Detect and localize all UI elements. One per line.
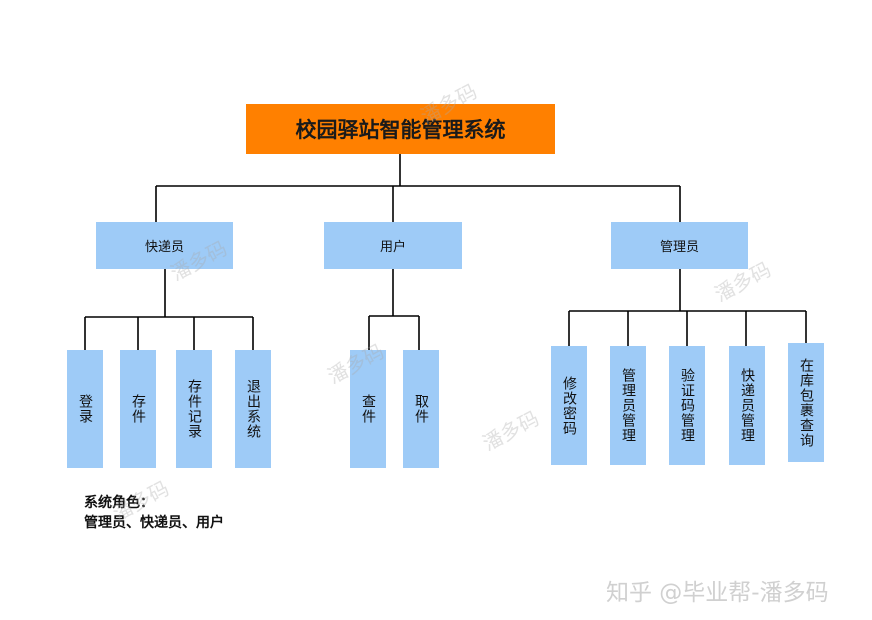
roles-note: 系统角色： 管理员、快递员、用户 [84, 493, 224, 533]
leaf-stock-query: 在库包裹查询 [788, 343, 824, 462]
leaf-store-records: 存件记录 [176, 350, 212, 468]
leaf-store-parcel: 存件 [120, 350, 156, 468]
node-courier: 快递员 [96, 222, 233, 269]
leaf-code-management: 验证码管理 [669, 346, 705, 465]
credit-watermark: 知乎 @毕业帮-潘多码 [606, 580, 829, 606]
leaf-login: 登录 [67, 350, 103, 468]
node-admin: 管理员 [611, 222, 748, 269]
roles-list: 管理员、快递员、用户 [84, 515, 224, 531]
leaf-exit-system: 退出系统 [235, 350, 271, 468]
leaf-pickup-parcel: 取件 [403, 350, 439, 468]
root-node: 校园驿站智能管理系统 [246, 104, 555, 154]
roles-title: 系统角色： [84, 495, 154, 511]
leaf-query-parcel: 查件 [350, 350, 386, 468]
leaf-admin-management: 管理员管理 [610, 346, 646, 465]
leaf-courier-management: 快递员管理 [729, 346, 765, 465]
node-user: 用户 [324, 222, 462, 269]
leaf-change-password: 修改密码 [551, 346, 587, 465]
